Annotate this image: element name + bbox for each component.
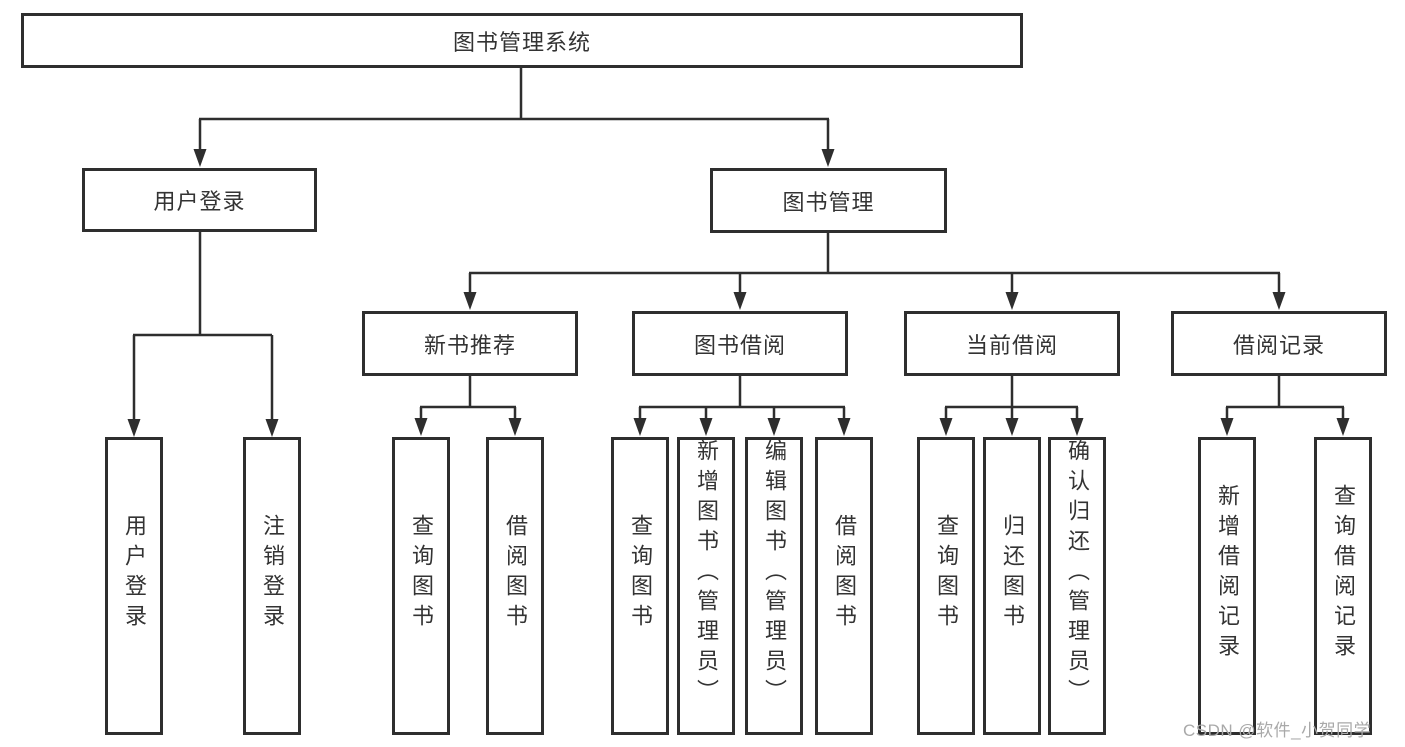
leaf-user-login-label: 用户登录 bbox=[122, 514, 147, 634]
leaf-add-borrow-record-label: 新增借阅记录 bbox=[1215, 484, 1240, 664]
arrowhead bbox=[193, 149, 207, 167]
node-book-borrow-label: 图书借阅 bbox=[693, 332, 786, 358]
arrowhead bbox=[127, 419, 141, 437]
leaf-return-books-label: 归还图书 bbox=[1000, 514, 1025, 634]
leaf-query-books-3: 查询图书 bbox=[917, 437, 975, 735]
leaf-borrow-books-2-label: 借阅图书 bbox=[832, 514, 857, 634]
leaf-query-books-1-label: 查询图书 bbox=[409, 514, 434, 634]
csdn-watermark: CSDN @软件_小贺同学 bbox=[1183, 721, 1372, 740]
connector-book-management-to-level3 bbox=[463, 233, 1286, 310]
arrowhead bbox=[837, 418, 851, 436]
leaf-user-login: 用户登录 bbox=[105, 437, 163, 735]
node-book-management-label: 图书管理 bbox=[782, 189, 875, 215]
leaf-confirm-return-admin: 确认归还（管理员） bbox=[1048, 437, 1106, 735]
arrowhead bbox=[1336, 418, 1350, 436]
leaf-add-books-admin-label: 新增图书（管理员） bbox=[694, 439, 719, 709]
leaf-query-borrow-record: 查询借阅记录 bbox=[1314, 437, 1372, 735]
leaf-add-borrow-record: 新增借阅记录 bbox=[1198, 437, 1256, 735]
node-new-book-recommend: 新书推荐 bbox=[362, 311, 578, 376]
arrowhead bbox=[733, 292, 747, 310]
connector-current-borrow-to-leaves bbox=[939, 376, 1084, 436]
arrowhead bbox=[265, 419, 279, 437]
connector-book-borrow-to-leaves bbox=[633, 376, 851, 436]
leaf-query-books-2: 查询图书 bbox=[611, 437, 669, 735]
leaf-logout: 注销登录 bbox=[243, 437, 301, 735]
arrowhead bbox=[633, 418, 647, 436]
arrowhead bbox=[463, 292, 477, 310]
node-borrow-record-label: 借阅记录 bbox=[1232, 332, 1325, 358]
leaf-add-books-admin: 新增图书（管理员） bbox=[677, 437, 735, 735]
connector-root-to-level2 bbox=[193, 68, 835, 167]
node-root: 图书管理系统 bbox=[21, 13, 1023, 68]
node-new-book-recommend-label: 新书推荐 bbox=[423, 332, 516, 358]
node-current-borrow-label: 当前借阅 bbox=[965, 332, 1058, 358]
node-borrow-record: 借阅记录 bbox=[1171, 311, 1387, 376]
leaf-query-books-1: 查询图书 bbox=[392, 437, 450, 735]
arrowhead bbox=[1005, 292, 1019, 310]
leaf-return-books: 归还图书 bbox=[983, 437, 1041, 735]
leaf-edit-books-admin-label: 编辑图书（管理员） bbox=[762, 439, 787, 709]
connector-borrow-record-to-leaves bbox=[1220, 376, 1350, 436]
leaf-edit-books-admin: 编辑图书（管理员） bbox=[745, 437, 803, 735]
node-user-login-label: 用户登录 bbox=[153, 189, 246, 214]
node-current-borrow: 当前借阅 bbox=[904, 311, 1120, 376]
arrowhead bbox=[699, 418, 713, 436]
node-root-label: 图书管理系统 bbox=[452, 29, 591, 55]
leaf-logout-label: 注销登录 bbox=[260, 514, 285, 634]
node-user-login: 用户登录 bbox=[82, 168, 317, 232]
connector-new-book-recommend-to-leaves bbox=[414, 376, 522, 436]
arrowhead bbox=[1220, 418, 1234, 436]
leaf-confirm-return-admin-label: 确认归还（管理员） bbox=[1065, 439, 1090, 709]
arrowhead bbox=[767, 418, 781, 436]
arrowhead bbox=[1005, 418, 1019, 436]
arrowhead bbox=[1070, 418, 1084, 436]
arrowhead bbox=[1272, 292, 1286, 310]
leaf-borrow-books-2: 借阅图书 bbox=[815, 437, 873, 735]
leaf-borrow-books-1: 借阅图书 bbox=[486, 437, 544, 735]
node-book-management: 图书管理 bbox=[710, 168, 947, 233]
leaf-query-books-3-label: 查询图书 bbox=[934, 514, 959, 634]
leaf-query-borrow-record-label: 查询借阅记录 bbox=[1331, 484, 1356, 664]
arrowhead bbox=[939, 418, 953, 436]
leaf-borrow-books-1-label: 借阅图书 bbox=[503, 514, 528, 634]
connector-user-login-to-leaves bbox=[127, 232, 279, 437]
arrowhead bbox=[414, 418, 428, 436]
arrowhead bbox=[508, 418, 522, 436]
leaf-query-books-2-label: 查询图书 bbox=[628, 514, 653, 634]
node-book-borrow: 图书借阅 bbox=[632, 311, 848, 376]
arrowhead bbox=[821, 149, 835, 167]
